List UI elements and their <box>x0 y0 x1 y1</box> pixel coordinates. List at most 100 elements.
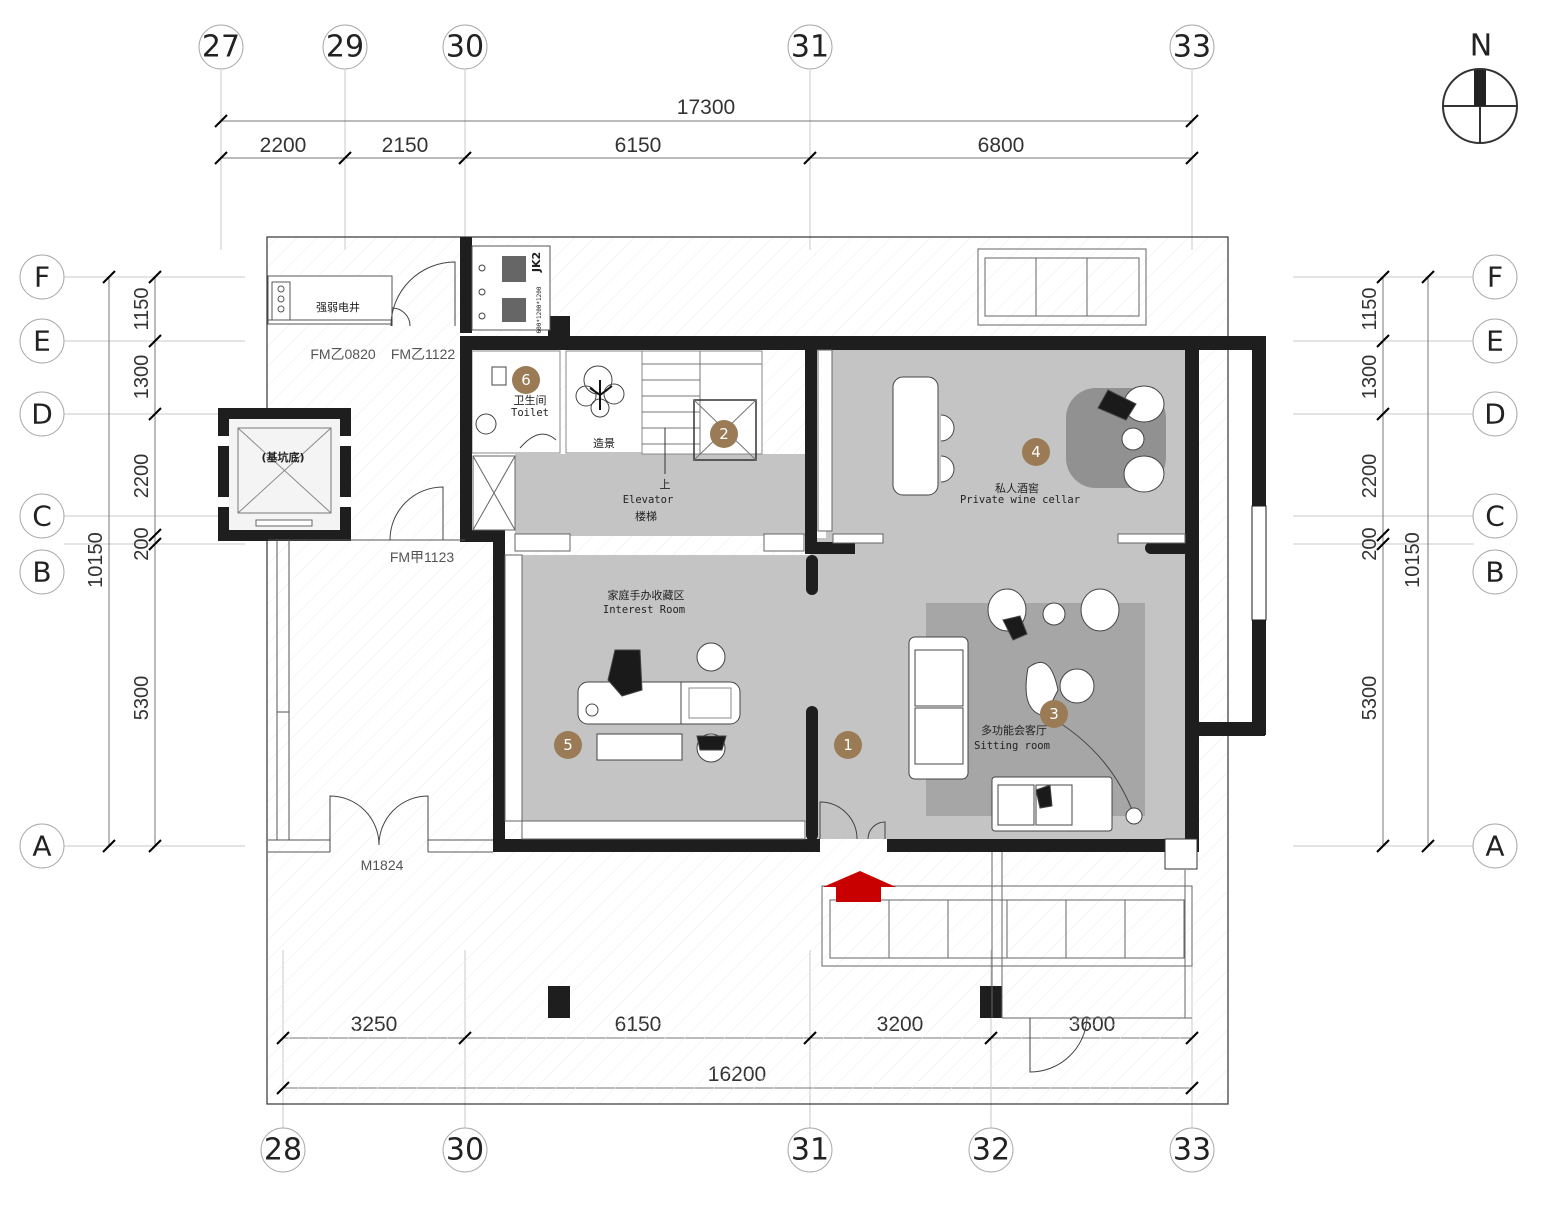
room-marker-1: 1 <box>834 731 862 759</box>
door-label-fm0820: FM乙0820 <box>310 346 376 362</box>
row-bubble-right-F: F <box>1472 254 1518 300</box>
dim-left-seg-2: 1300 <box>131 355 153 400</box>
room-label-elevator-cn: 楼梯 <box>635 509 657 523</box>
row-bubble-left-D: D <box>19 391 65 437</box>
grid-bubble-bottom-28: 28 <box>260 1127 306 1173</box>
sitting-room-furniture <box>908 588 1143 832</box>
svg-text:C: C <box>1485 500 1505 533</box>
svg-text:33: 33 <box>1173 1133 1211 1168</box>
svg-text:33: 33 <box>1173 30 1211 65</box>
door-label-fm1123: FM甲1123 <box>390 549 455 565</box>
room-marker-3: 3 <box>1040 700 1068 728</box>
exterior-bench <box>821 248 1198 1019</box>
dims-right <box>1376 270 1435 853</box>
room-label-toilet-en: Toilet <box>511 407 549 419</box>
row-bubble-right-C: C <box>1472 493 1518 539</box>
room-label-sitting-cn: 多功能会客厅 <box>981 723 1047 737</box>
svg-text:31: 31 <box>791 30 829 65</box>
dim-left-seg-1: 1150 <box>131 287 153 330</box>
dim-left-seg-3: 2200 <box>131 454 153 499</box>
svg-text:D: D <box>31 398 53 431</box>
jk2-panel <box>471 245 551 331</box>
room-marker-5: 5 <box>554 731 582 759</box>
landscape-label: 造景 <box>593 436 615 450</box>
toilet-area <box>471 350 561 454</box>
grid-bubble-bottom-31: 31 <box>787 1127 833 1173</box>
dim-right-seg-2: 1300 <box>1359 355 1381 400</box>
svg-text:4: 4 <box>1031 443 1041 461</box>
electrical-shaft <box>267 275 393 325</box>
elevator-shaft <box>218 408 351 541</box>
room-label-interest-cn: 家庭手办收藏区 <box>608 588 685 602</box>
dim-right-seg-1: 1150 <box>1359 287 1381 330</box>
grid-bubble-top-30: 30 <box>442 24 488 70</box>
svg-text:B: B <box>32 556 51 589</box>
room-marker-6: 6 <box>512 366 540 394</box>
dim-left-total: 10150 <box>85 532 107 588</box>
row-bubble-right-B: B <box>1472 549 1518 595</box>
row-bubble-left-C: C <box>19 493 65 539</box>
corridor-lines <box>268 539 493 853</box>
row-bubble-left-E: E <box>19 318 65 364</box>
svg-text:C: C <box>32 500 52 533</box>
grid-bubble-top-27: 27 <box>198 24 244 70</box>
dim-top-seg-2: 2150 <box>382 134 429 157</box>
svg-text:2: 2 <box>719 425 729 443</box>
toilet-fixtures <box>475 366 557 449</box>
jk2-size: 600*1200*1200 <box>536 286 543 333</box>
door-swings <box>329 261 1088 1073</box>
dim-left-seg-5: 5300 <box>131 676 153 721</box>
svg-text:1: 1 <box>843 736 853 754</box>
grid-bubble-top-33: 33 <box>1169 24 1215 70</box>
svg-text:E: E <box>1486 325 1504 358</box>
room-label-wine-cn: 私人酒窖 <box>995 481 1039 495</box>
svg-text:30: 30 <box>446 1133 484 1168</box>
shaft-label: 强弱电井 <box>316 300 360 314</box>
svg-text:6: 6 <box>521 371 531 389</box>
grid-bubble-bottom-30: 30 <box>442 1127 488 1173</box>
row-bubble-left-A: A <box>19 823 65 869</box>
grid-bubble-top-31: 31 <box>787 24 833 70</box>
row-bubble-left-F: F <box>19 254 65 300</box>
svg-text:E: E <box>33 325 51 358</box>
window-east <box>1251 505 1267 621</box>
north-compass: N <box>1442 29 1518 144</box>
entry-arrow-icon <box>823 871 896 902</box>
svg-text:28: 28 <box>264 1133 302 1168</box>
tree-icon <box>575 365 625 418</box>
dim-top-seg-1: 2200 <box>260 134 307 157</box>
svg-text:31: 31 <box>791 1133 829 1168</box>
svg-text:A: A <box>32 830 51 863</box>
walls <box>460 237 1266 1018</box>
row-bubble-right-E: E <box>1472 318 1518 364</box>
closet-units <box>472 349 1186 840</box>
wine-cellar-furniture <box>892 376 1165 496</box>
room-label-sitting-en: Sitting room <box>974 740 1050 752</box>
row-bubble-left-B: B <box>19 549 65 595</box>
interest-room-furniture <box>577 642 741 763</box>
compass-north-label: N <box>1470 29 1492 64</box>
door-label-m1824: M1824 <box>361 857 404 873</box>
grid-bubble-bottom-33: 33 <box>1169 1127 1215 1173</box>
jk2-label: JK2 <box>530 252 543 273</box>
landscape-area <box>565 350 643 454</box>
room-marker-2: 2 <box>710 420 738 448</box>
svg-text:30: 30 <box>446 30 484 65</box>
stair-up-label: 上 <box>660 478 671 491</box>
svg-text:A: A <box>1485 830 1504 863</box>
grid-bubble-bottom-32: 32 <box>968 1127 1014 1173</box>
svg-text:29: 29 <box>326 30 364 65</box>
room-label-elevator-en: Elevator <box>623 494 674 506</box>
room-label-interest-en: Interest Room <box>603 604 685 616</box>
svg-text:27: 27 <box>202 30 240 65</box>
room-label-wine-en: Private wine cellar <box>960 494 1080 506</box>
svg-text:32: 32 <box>972 1133 1010 1168</box>
svg-text:D: D <box>1484 398 1506 431</box>
svg-text:F: F <box>1487 261 1503 294</box>
room-label-toilet-cn: 卫生间 <box>514 393 547 407</box>
dim-right-seg-4: 200 <box>1359 527 1381 560</box>
pit-label: (基坑底) <box>261 450 304 464</box>
dim-right-seg-5: 5300 <box>1359 676 1381 721</box>
row-bubble-right-D: D <box>1472 391 1518 437</box>
